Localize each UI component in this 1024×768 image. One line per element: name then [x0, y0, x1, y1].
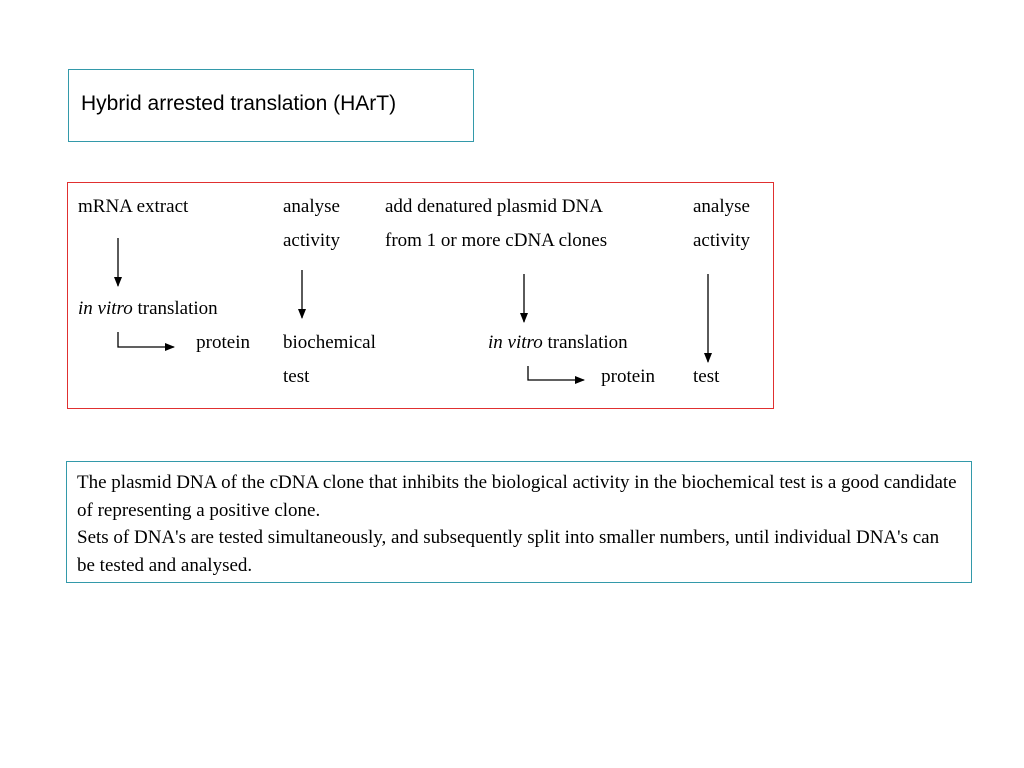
title-box: Hybrid arrested translation (HArT): [68, 69, 474, 142]
activity-label-2: activity: [693, 230, 750, 251]
elbow-arrow-1: [117, 332, 175, 351]
translation-text-1: translation: [132, 298, 218, 319]
note-box: The plasmid DNA of the cDNA clone that i…: [66, 461, 972, 583]
slide-title: Hybrid arrested translation (HArT): [81, 92, 397, 115]
protein-label-2: protein: [601, 366, 655, 387]
activity-label-1: activity: [283, 230, 340, 251]
protein-label-1: protein: [196, 332, 250, 353]
test-label-1: test: [283, 366, 310, 387]
in-vitro-translation-label-2: in vitro translation: [488, 332, 628, 354]
diagram-box: [67, 182, 774, 409]
in-vitro-translation-label-1: in vitro translation: [78, 298, 218, 320]
mrna-extract-label: mRNA extract: [78, 196, 189, 217]
test-label-2: test: [693, 366, 720, 387]
biochemical-label: biochemical: [283, 332, 376, 353]
analyse-label-2: analyse: [693, 196, 750, 217]
in-vitro-italic-2: in vitro: [488, 332, 543, 353]
note-line-1: The plasmid DNA of the cDNA clone that i…: [77, 472, 957, 521]
elbow-arrow-2: [527, 366, 585, 384]
in-vitro-italic-1: in vitro: [78, 298, 133, 319]
analyse-label-1: analyse: [283, 196, 340, 217]
translation-text-2: translation: [542, 332, 628, 353]
cdna-clones-label: from 1 or more cDNA clones: [385, 230, 608, 251]
note-line-2: Sets of DNA's are tested simultaneously,…: [77, 527, 940, 576]
add-plasmid-label: add denatured plasmid DNA: [385, 196, 603, 217]
note-text: The plasmid DNA of the cDNA clone that i…: [77, 469, 961, 579]
